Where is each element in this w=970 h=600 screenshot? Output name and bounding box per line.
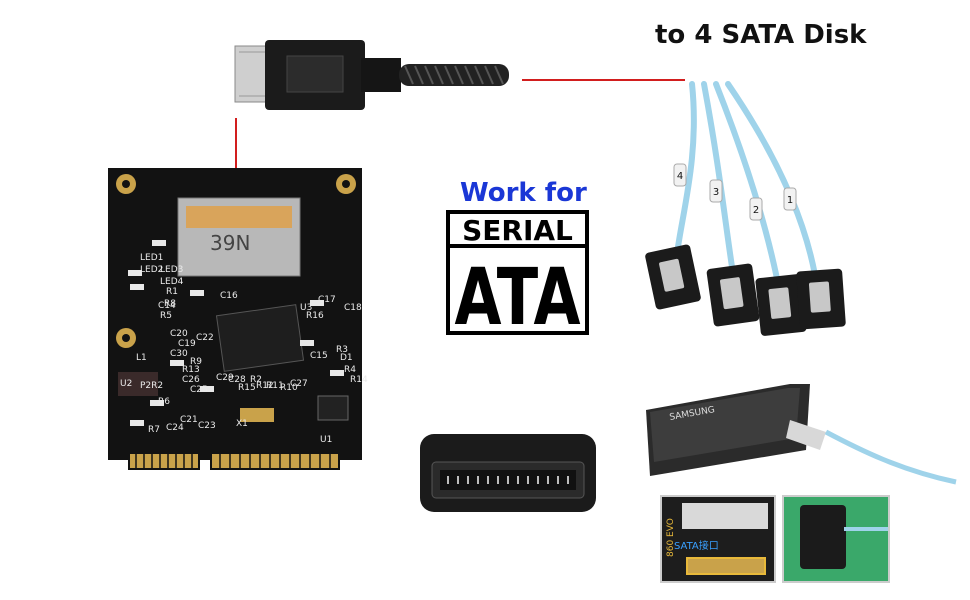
sata-port bbox=[686, 557, 766, 575]
silk-x1: X1 bbox=[236, 419, 248, 429]
silk-u3: U3 bbox=[300, 303, 312, 313]
silk-r15: R15 bbox=[238, 383, 256, 393]
headline: to 4 SATA Disk bbox=[655, 20, 867, 50]
cable-tag-2: 2 bbox=[753, 205, 759, 216]
silk-c29: C29 bbox=[216, 373, 234, 383]
cable-tag-1: 1 bbox=[787, 195, 793, 206]
silk-r13: R13 bbox=[182, 365, 200, 375]
silk-c21: C21 bbox=[180, 415, 198, 425]
silk-c23: C23 bbox=[198, 421, 216, 431]
silk-r14: R14 bbox=[350, 375, 368, 385]
cable-tag-3: 3 bbox=[713, 187, 719, 198]
sff-cable-connector bbox=[234, 40, 509, 110]
silk-r6: R6 bbox=[158, 397, 170, 407]
silk-r7: R7 bbox=[148, 425, 160, 435]
logo-line-serial: SERIAL bbox=[462, 214, 573, 247]
ssd-label-sticker bbox=[682, 503, 768, 529]
silk-r16: R16 bbox=[306, 311, 324, 321]
ssd-drive: SAMSUNG bbox=[646, 384, 957, 485]
serial-ata-logo: SERIAL ATA bbox=[446, 210, 589, 335]
silk-led4: LED4 bbox=[160, 277, 184, 287]
silk-c17: C17 bbox=[318, 295, 336, 305]
silk-l1: L1 bbox=[136, 353, 147, 363]
silk-c28: C28 bbox=[228, 375, 246, 385]
silk-u1: U1 bbox=[320, 435, 332, 445]
silk-c14: C14 bbox=[158, 301, 176, 311]
silk-led3: LED3 bbox=[160, 265, 183, 275]
silk-c16: C16 bbox=[220, 291, 238, 301]
work-for-label: Work for bbox=[460, 178, 587, 208]
cable-tag-4: 4 bbox=[677, 171, 683, 182]
silk-c19: C19 bbox=[178, 339, 196, 349]
silk-c30: C30 bbox=[170, 349, 188, 359]
sata-fanout-cables: 4 3 2 1 bbox=[645, 81, 846, 336]
silk-d1: D1 bbox=[340, 353, 353, 363]
silk-r1: R1 bbox=[166, 287, 178, 297]
silk-r2: R2 bbox=[250, 375, 262, 385]
plugged-sata-connector bbox=[800, 505, 846, 569]
silk-r10: R10 bbox=[280, 383, 298, 393]
silk-r3: R3 bbox=[336, 345, 348, 355]
plugged-connector-inset bbox=[782, 495, 890, 583]
ssd-port-inset: 860 EVO SATA接口 bbox=[660, 495, 776, 583]
silk-r5: R5 bbox=[160, 311, 172, 321]
sff-connector-front bbox=[420, 434, 596, 512]
silk-c27: C27 bbox=[290, 379, 308, 389]
plugged-cable bbox=[844, 527, 888, 531]
logo-line-ata: ATA bbox=[455, 253, 581, 335]
silk-c24: C24 bbox=[166, 423, 184, 433]
silk-r8: R8 bbox=[164, 299, 176, 309]
silk-c22: C22 bbox=[196, 333, 214, 343]
silk-c25: C25 bbox=[190, 385, 208, 395]
silk-u2: U2 bbox=[120, 379, 132, 389]
silk-c20: C20 bbox=[170, 329, 188, 339]
silk-c26: C26 bbox=[182, 375, 200, 385]
silk-r4: R4 bbox=[344, 365, 356, 375]
silk-r11: R11 bbox=[266, 381, 284, 391]
silk-r9: R9 bbox=[190, 357, 202, 367]
silk-r12: R12 bbox=[256, 381, 274, 391]
silk-p2r2: P2R2 bbox=[140, 381, 163, 391]
silk-led1: LED1 bbox=[140, 253, 163, 263]
silk-c18: C18 bbox=[344, 303, 362, 313]
mini-pcie-board: 39N LED1 LED2 LED3 LED4 C14 C15 C16 C17 … bbox=[108, 168, 368, 470]
silk-c15: C15 bbox=[310, 351, 328, 361]
sata-port-label: SATA接口 bbox=[674, 541, 719, 552]
pcb-connector-marking: 39N bbox=[210, 231, 250, 255]
silk-led2: LED2 bbox=[140, 265, 163, 275]
